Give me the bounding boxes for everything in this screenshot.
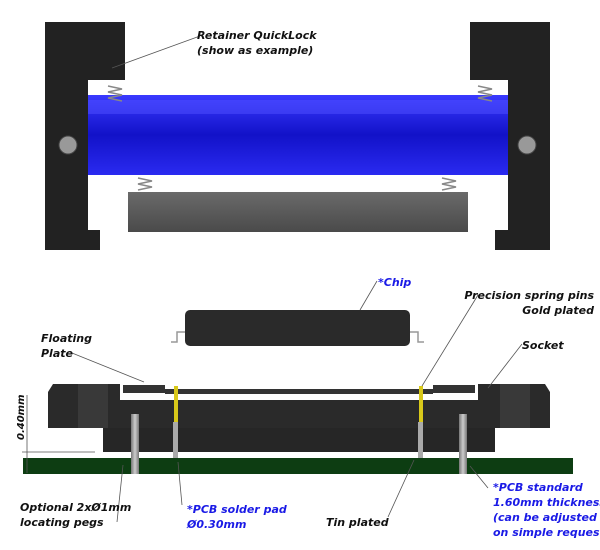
retainer-pin-left bbox=[58, 135, 78, 155]
retainer-right bbox=[470, 22, 550, 250]
retainer-left bbox=[45, 22, 125, 250]
pad-line2: Ø0.30mm bbox=[187, 518, 247, 531]
spring-pin-right-gold bbox=[419, 386, 423, 422]
socket-label: Socket bbox=[522, 339, 564, 352]
pegs-line2: locating pegs bbox=[20, 516, 104, 529]
spring-icons bbox=[107, 85, 493, 191]
chip-label: *Chip bbox=[378, 276, 412, 289]
spring-pins-line2: Gold plated bbox=[522, 304, 594, 317]
dimension-label: 0.40mm bbox=[16, 394, 27, 440]
pegs-label: Optional 2xØ1mm locating pegs bbox=[20, 500, 131, 530]
retainer-label-line2: (show as example) bbox=[197, 44, 314, 57]
pcb-line1: *PCB standard bbox=[493, 481, 583, 494]
lid-assembly bbox=[45, 22, 550, 250]
floating-line2: Plate bbox=[41, 347, 73, 360]
floating-line1: Floating bbox=[41, 332, 92, 345]
retainer-label-line1: Retainer QuickLock bbox=[197, 29, 317, 42]
pcb-line3: (can be adjusted bbox=[493, 511, 597, 524]
peg-left bbox=[131, 414, 139, 474]
retainer-pin-right bbox=[517, 135, 537, 155]
pad-line1: *PCB solder pad bbox=[187, 503, 287, 516]
spring-pins-line1: Precision spring pins bbox=[464, 289, 594, 302]
socket bbox=[23, 384, 573, 474]
tin-plated-label: Tin plated bbox=[326, 516, 389, 529]
pcb-line2: 1.60mm thickness bbox=[493, 496, 600, 509]
pcb bbox=[23, 458, 573, 474]
pcb-thickness-label: *PCB standard 1.60mm thickness (can be adj… bbox=[493, 480, 600, 540]
retainer-label: Retainer QuickLock (show as example) bbox=[197, 28, 317, 58]
leader-lines bbox=[22, 35, 523, 523]
chip bbox=[171, 310, 424, 346]
pcb-line4: on simple request) bbox=[493, 526, 600, 539]
grey-block bbox=[128, 192, 468, 232]
spring-pin-left-gold bbox=[174, 386, 178, 422]
pegs-line1: Optional 2xØ1mm bbox=[20, 501, 132, 514]
peg-right bbox=[459, 414, 467, 474]
